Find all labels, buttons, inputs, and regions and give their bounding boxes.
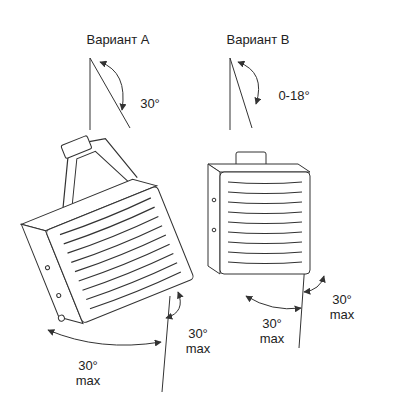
- angle-limit-label: 30° max: [326, 292, 358, 322]
- angle-limit-label: 30° max: [182, 326, 214, 356]
- angle-limit-label: 30° max: [72, 358, 104, 388]
- variant-title: Вариант В: [226, 32, 289, 47]
- angle-label: 30°: [140, 96, 160, 111]
- variant-title: Вариант А: [86, 32, 149, 47]
- angle-label: 0-18°: [278, 88, 309, 103]
- angle-limit-label: 30° max: [256, 316, 288, 346]
